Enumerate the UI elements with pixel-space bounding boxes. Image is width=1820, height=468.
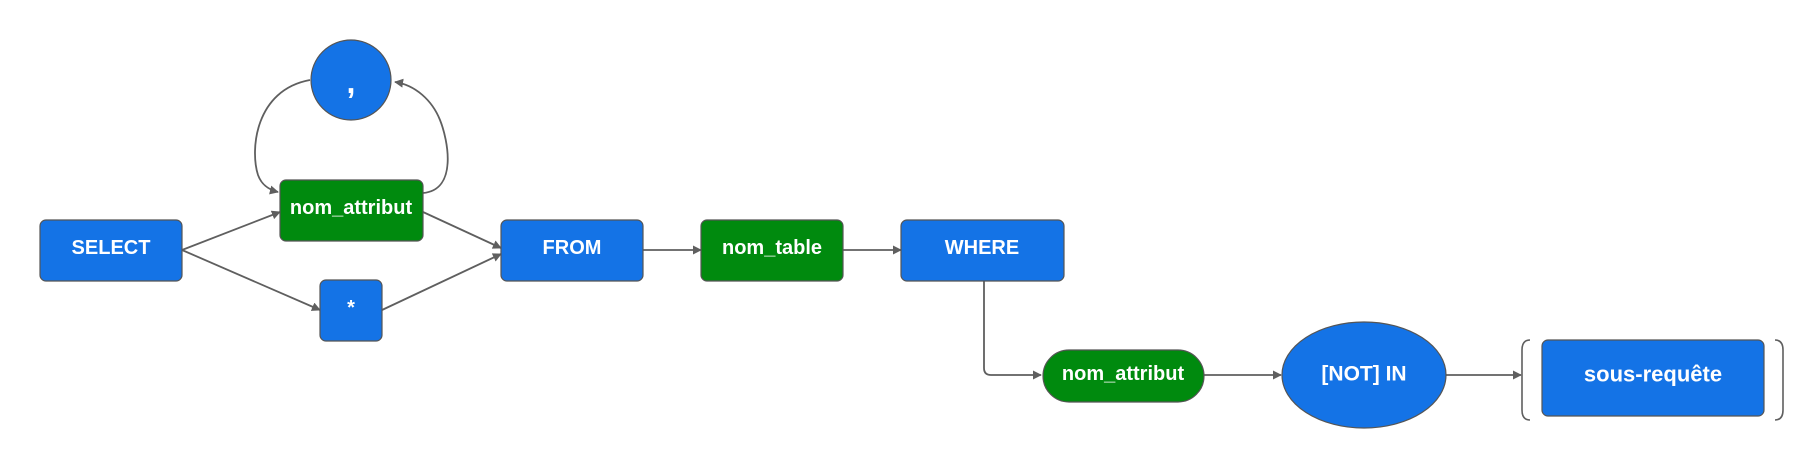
comma-node (310, 39, 392, 121)
from-label: FROM (543, 237, 602, 259)
star-node (319, 279, 383, 342)
edge-select-to-nom-attribut (181, 210, 281, 251)
nom-table-label: nom_table (722, 237, 822, 259)
not-in-node (1281, 321, 1447, 429)
close-bracket-icon (1774, 339, 1784, 421)
nom-attribut-node-2 (1042, 349, 1205, 403)
sous-requete-node (1541, 339, 1765, 417)
from-node (500, 219, 644, 282)
star-label: * (347, 297, 355, 319)
comma-label: , (347, 64, 356, 100)
edge-comma-to-nom-attribut (254, 79, 311, 195)
edge-select-to-star (181, 249, 321, 311)
nom-table-node (700, 219, 844, 282)
select-node (39, 219, 183, 282)
open-bracket-icon (1521, 339, 1531, 421)
nom-attribut-label: nom_attribut (290, 197, 413, 219)
select-label: SELECT (72, 237, 151, 259)
where-label: WHERE (945, 237, 1019, 259)
nom-attribut-label-2: nom_attribut (1062, 363, 1185, 385)
sous-requete-label: sous-requête (1584, 362, 1722, 387)
edge-star-to-from (381, 253, 502, 311)
not-in-label: [NOT] IN (1321, 363, 1406, 386)
edge-where-to-nom-attribut (983, 281, 1042, 380)
where-node (900, 219, 1065, 282)
nom-attribut-node (279, 179, 424, 242)
edge-nom-attribut-to-from (422, 211, 502, 249)
edge-nom-attribut-to-comma (394, 78, 449, 194)
